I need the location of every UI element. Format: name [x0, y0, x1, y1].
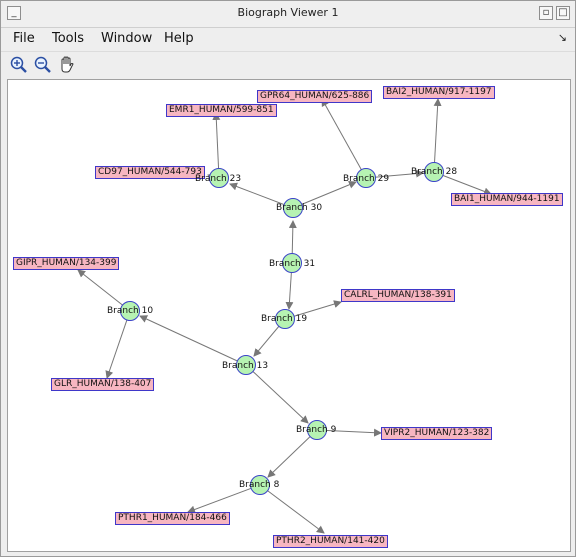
menu-bar: File Tools Window Help ↘: [1, 28, 575, 50]
branch-node-13[interactable]: [236, 355, 256, 375]
branch-label-8: Branch 8: [239, 480, 280, 490]
menu-help[interactable]: Help: [164, 31, 194, 46]
toolbar: [1, 51, 575, 79]
title-bar: _ Biograph Viewer 1 ▫ □: [1, 1, 575, 28]
leaf-pthr2[interactable]: PTHR2_HUMAN/141-420: [273, 535, 388, 548]
branch-label-10: Branch 10: [107, 306, 154, 316]
branch-label-9: Branch 9: [296, 425, 337, 435]
maximize-button[interactable]: □: [556, 6, 570, 20]
zoom-out-icon[interactable]: [33, 55, 53, 75]
minimize-button[interactable]: ▫: [539, 6, 553, 20]
window-menu-button[interactable]: _: [7, 6, 21, 20]
branch-node-23[interactable]: [209, 168, 229, 188]
branch-node-19[interactable]: [275, 309, 295, 329]
branch-node-30[interactable]: [283, 198, 303, 218]
leaf-vipr2[interactable]: VIPR2_HUMAN/123-382: [381, 427, 493, 440]
branch-node-9[interactable]: [307, 420, 327, 440]
leaf-bai2[interactable]: BAI2_HUMAN/917-1197: [383, 86, 495, 99]
branch-node-31[interactable]: [282, 253, 302, 273]
leaf-emr1[interactable]: EMR1_HUMAN/599-851: [166, 104, 277, 117]
branch-node-29[interactable]: [356, 168, 376, 188]
leaf-pthr1[interactable]: PTHR1_HUMAN/184-466: [115, 512, 230, 525]
branch-label-31: Branch 31: [269, 259, 316, 269]
leaf-cd97[interactable]: CD97_HUMAN/544-793: [95, 166, 205, 179]
graph-canvas[interactable]: GPR64_HUMAN/625-886 EMR1_HUMAN/599-851 B…: [7, 79, 571, 552]
branch-label-28: Branch 28: [411, 167, 458, 177]
leaf-gipr[interactable]: GIPR_HUMAN/134-399: [13, 257, 120, 270]
branch-label-30: Branch 30: [276, 203, 323, 213]
leaf-glr[interactable]: GLR_HUMAN/138-407: [51, 378, 155, 391]
menu-window[interactable]: Window: [101, 31, 153, 46]
leaf-gpr64[interactable]: GPR64_HUMAN/625-886: [257, 90, 373, 103]
leaf-calrl[interactable]: CALRL_HUMAN/138-391: [341, 289, 455, 302]
branch-label-23: Branch 23: [195, 174, 242, 184]
leaf-bai1[interactable]: BAI1_HUMAN/944-1191: [451, 193, 563, 206]
branch-node-8[interactable]: [250, 475, 270, 495]
menu-file[interactable]: File: [13, 31, 35, 46]
menu-tools[interactable]: Tools: [52, 31, 85, 46]
branch-label-19: Branch 19: [261, 314, 308, 324]
window-title: Biograph Viewer 1: [237, 6, 339, 19]
hand-pan-icon[interactable]: [57, 55, 77, 75]
branch-node-10[interactable]: [120, 301, 140, 321]
dock-arrow-icon[interactable]: ↘: [557, 31, 567, 44]
branch-node-28[interactable]: [424, 162, 444, 182]
branch-label-13: Branch 13: [222, 361, 269, 371]
zoom-in-icon[interactable]: [9, 55, 29, 75]
branch-label-29: Branch 29: [343, 174, 390, 184]
